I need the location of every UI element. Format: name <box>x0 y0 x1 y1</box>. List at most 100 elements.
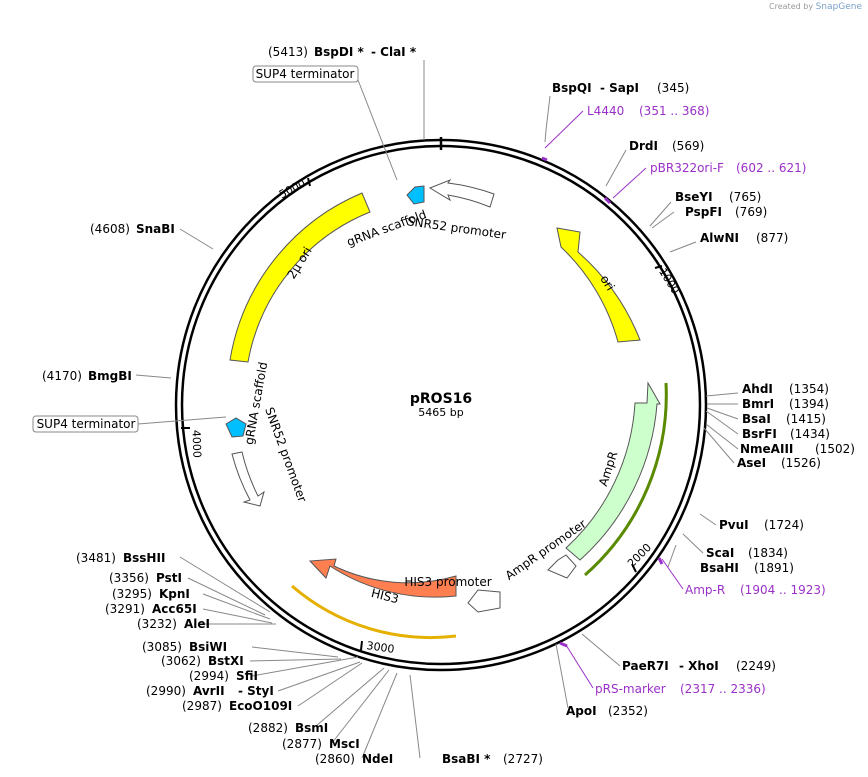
feature-his3[interactable]: HIS3 <box>291 558 457 640</box>
site-pvui-pos: (1724) <box>764 518 804 532</box>
site-bsahi[interactable]: BsaHI (1891) <box>700 561 794 575</box>
site-drdi-name: DrdI <box>629 139 658 153</box>
feature-grna-scaffold-left[interactable]: gRNA scaffold <box>225 361 270 446</box>
site-drdi-pos: (569) <box>672 139 704 153</box>
feature-his3-promoter[interactable]: HIS3 promoter <box>404 575 501 613</box>
plasmid-length: 5465 bp <box>418 406 463 419</box>
site-asei[interactable]: AseI (1526) <box>737 456 821 470</box>
credit-prefix: Created by <box>769 2 814 11</box>
site-bsiwi[interactable]: (3085) BsiWI <box>142 640 227 654</box>
site-drdi[interactable]: DrdI (569) <box>629 139 704 153</box>
site-bsmi[interactable]: (2882) BsmI <box>248 721 328 735</box>
site-scai-pos: (1834) <box>748 546 788 560</box>
tick-5000: 5000 <box>277 177 311 201</box>
site-bspqi-name: BspQI <box>552 81 592 95</box>
site-bseyi[interactable]: BseYI (765) <box>675 190 761 204</box>
site-acc65i-name: Acc65I <box>152 602 197 616</box>
site-scai[interactable]: ScaI (1834) <box>706 546 788 560</box>
site-bspqi-extra: - SapI <box>600 81 639 95</box>
site-ecoo109i[interactable]: (2987) EcoO109I <box>182 699 292 713</box>
site-pspfi[interactable]: PspFI (769) <box>685 205 767 219</box>
tick-3000: 3000 <box>360 639 396 656</box>
site-scai-name: ScaI <box>706 546 734 560</box>
feature-2mu-ori[interactable]: 2µ ori <box>229 192 371 363</box>
feature-ori[interactable]: ori <box>556 227 641 343</box>
ampr-promoter-arrow <box>547 554 577 579</box>
site-ahdi[interactable]: AhdI (1354) <box>742 382 829 396</box>
primer-prs-marker-name: pRS-marker <box>595 682 666 696</box>
site-bspqi-pos: (345) <box>657 81 689 95</box>
site-bmgbi-name: BmgBI <box>88 369 132 383</box>
site-bsabi-name: BsaBI * <box>442 752 491 766</box>
primer-prs-marker[interactable]: pRS-marker (2317 .. 2336) <box>595 682 766 696</box>
site-sfii-pos: (2994) <box>189 669 229 683</box>
site-avrii[interactable]: (2990) AvrII - StyI <box>146 684 274 698</box>
feature-sup4-left[interactable]: SUP4 terminator <box>32 415 227 433</box>
site-asei-pos: (1526) <box>781 456 821 470</box>
site-msci-pos: (2877) <box>282 737 322 751</box>
site-bseyi-name: BseYI <box>675 190 713 204</box>
site-ecoo109i-pos: (2987) <box>182 699 222 713</box>
site-snabi[interactable]: (4608) SnaBI <box>90 222 175 236</box>
site-bsai[interactable]: BsaI (1415) <box>742 412 826 426</box>
site-bseyi-pos: (765) <box>729 190 761 204</box>
site-msci[interactable]: (2877) MscI <box>282 737 360 751</box>
site-bsrfi-pos: (1434) <box>790 427 830 441</box>
site-apoi[interactable]: ApoI (2352) <box>566 704 648 718</box>
site-nmeaiii[interactable]: NmeAIII (1502) <box>740 442 855 456</box>
tick-4000: 4000 <box>181 427 204 458</box>
feature-ampr[interactable]: AmpR <box>565 381 668 577</box>
site-bsabi[interactable]: BsaBI * (2727) <box>442 752 543 766</box>
tick-2000-mark <box>631 563 637 573</box>
feature-snr52-left[interactable]: SNR52 promoter <box>231 405 309 507</box>
snr52-top-arrow <box>428 178 495 208</box>
site-bsshii[interactable]: (3481) BssHII <box>76 551 165 565</box>
site-kpni[interactable]: (3295) KpnI <box>112 587 190 601</box>
right-leaders <box>544 95 739 709</box>
site-paer7i-extra: - XhoI <box>679 659 719 673</box>
site-psti[interactable]: (3356) PstI <box>109 571 182 585</box>
site-pvui[interactable]: PvuI (1724) <box>719 518 804 532</box>
site-bsrfi-name: BsrFI <box>742 427 777 441</box>
site-alwni[interactable]: AlwNI (877) <box>700 231 788 245</box>
site-sfii[interactable]: (2994) SfiI <box>189 669 258 683</box>
tick-3000-label: 3000 <box>366 639 396 656</box>
site-bmgbi-pos: (4170) <box>42 369 82 383</box>
primer-l4440-pos: (351 .. 368) <box>639 104 709 118</box>
site-bspqi[interactable]: BspQI - SapI (345) <box>552 81 689 95</box>
site-alei[interactable]: (3232) AleI <box>137 617 210 631</box>
primer-pbr322ori-f[interactable]: pBR322ori-F (602 .. 621) <box>650 161 806 175</box>
primer-l4440-name: L4440 <box>587 104 624 118</box>
sup4-left-label: SUP4 terminator <box>37 417 136 431</box>
site-bstxi[interactable]: (3062) BstXI <box>161 654 244 668</box>
sup4-top-leader <box>357 79 398 181</box>
site-ndei-pos: (2860) <box>315 752 355 766</box>
primer-amp-r-pos: (1904 .. 1923) <box>740 583 826 597</box>
site-acc65i[interactable]: (3291) Acc65I <box>105 602 197 616</box>
ori-arc <box>556 227 641 343</box>
site-paer7i[interactable]: PaeR7I - XhoI (2249) <box>622 659 776 673</box>
primer-l4440[interactable]: L4440 (351 .. 368) <box>587 104 709 118</box>
site-bspdi[interactable]: (5413) BspDI * - ClaI * <box>268 45 417 59</box>
site-psti-pos: (3356) <box>109 571 149 585</box>
primer-amp-r[interactable]: Amp-R (1904 .. 1923) <box>685 583 826 597</box>
site-bmri[interactable]: BmrI (1394) <box>742 397 829 411</box>
tick-4000-label: 4000 <box>190 430 204 458</box>
site-bsrfi[interactable]: BsrFI (1434) <box>742 427 830 441</box>
site-ndei[interactable]: (2860) NdeI <box>315 752 393 766</box>
ampr-arc <box>565 381 661 561</box>
site-avrii-pos: (2990) <box>146 684 186 698</box>
site-bspdi-pos: (5413) <box>268 45 308 59</box>
site-bsiwi-pos: (3085) <box>142 640 182 654</box>
feature-sup4-top[interactable]: SUP4 terminator <box>252 65 398 181</box>
ampr-glow <box>584 382 668 577</box>
site-acc65i-pos: (3291) <box>105 602 145 616</box>
site-bsmi-name: BsmI <box>295 721 328 735</box>
tick-3000-mark <box>360 640 363 651</box>
primer-leaders <box>544 110 684 689</box>
site-bmri-pos: (1394) <box>789 397 829 411</box>
site-bmgbi[interactable]: (4170) BmgBI <box>42 369 132 383</box>
site-psti-name: PstI <box>156 571 182 585</box>
site-snabi-pos: (4608) <box>90 222 130 236</box>
site-avrii-name: AvrII <box>193 684 225 698</box>
